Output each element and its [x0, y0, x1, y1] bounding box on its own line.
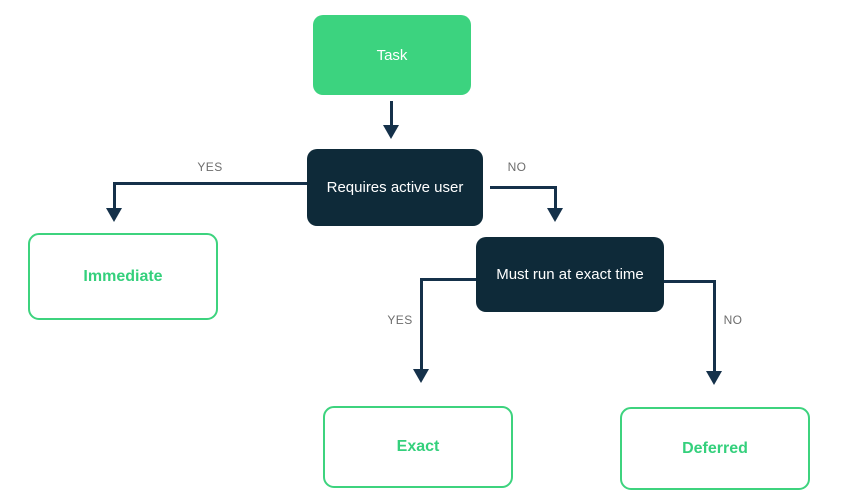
node-deferred: Deferred	[620, 407, 810, 490]
edge-label-no: NO	[723, 313, 743, 327]
edge-label-yes: YES	[197, 160, 223, 174]
edge-label-no: NO	[507, 160, 527, 174]
node-exact: Exact	[323, 406, 513, 488]
node-requires-active-user-label: Requires active user	[326, 179, 464, 196]
arrowhead-down-icon	[547, 208, 563, 222]
edge-line	[420, 278, 423, 370]
node-exact-label: Exact	[396, 438, 440, 455]
edge-line	[554, 186, 557, 209]
edge-line	[114, 182, 307, 185]
node-must-run-at-exact-time: Must run at exact time	[476, 237, 664, 312]
arrowhead-down-icon	[413, 369, 429, 383]
node-task: Task	[313, 15, 471, 95]
node-must-run-at-exact-time-label: Must run at exact time	[496, 266, 644, 283]
edge-line	[421, 278, 476, 281]
node-requires-active-user: Requires active user	[307, 149, 483, 226]
edge-label-yes: YES	[387, 313, 413, 327]
edge-line	[713, 280, 716, 372]
arrowhead-down-icon	[106, 208, 122, 222]
edge-line	[390, 101, 393, 127]
node-task-label: Task	[376, 46, 408, 64]
node-deferred-label: Deferred	[682, 439, 748, 457]
edge-line	[490, 186, 557, 189]
edge-line	[664, 280, 716, 283]
node-immediate-label: Immediate	[83, 267, 163, 285]
arrowhead-down-icon	[383, 125, 399, 139]
arrowhead-down-icon	[706, 371, 722, 385]
edge-line	[113, 182, 116, 209]
node-immediate: Immediate	[28, 233, 218, 320]
